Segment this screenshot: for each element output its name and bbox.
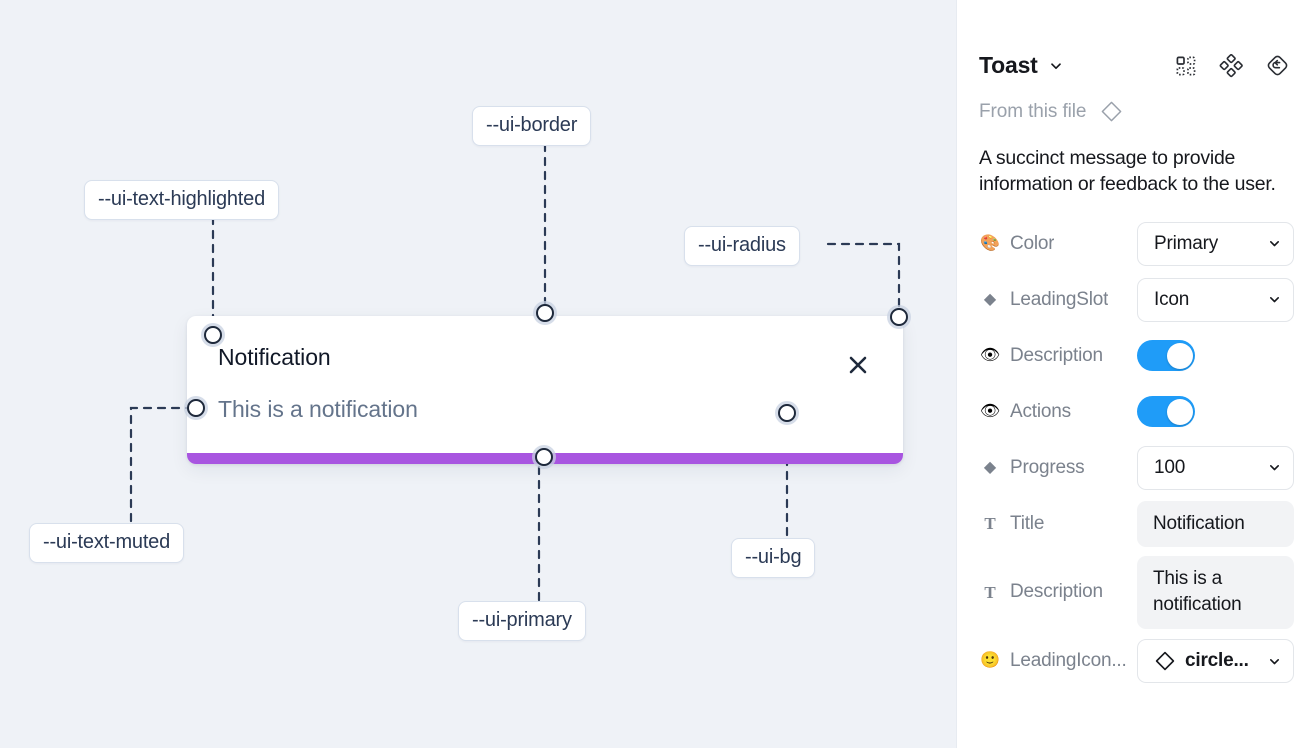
property-row-title: T Title Notification	[979, 500, 1294, 548]
annotation-label: --ui-radius	[698, 234, 786, 256]
property-label-progress: ◆ Progress	[979, 457, 1137, 479]
chevron-down-icon[interactable]	[1049, 59, 1063, 73]
anchor-dot-ui-border[interactable]	[536, 304, 554, 322]
property-name: LeadingIcon...	[1010, 650, 1127, 672]
annotation-pill-ui-bg[interactable]: --ui-bg	[731, 538, 816, 578]
actions-toggle[interactable]	[1137, 396, 1195, 428]
annotation-pill-ui-text-muted[interactable]: --ui-text-muted	[29, 523, 185, 563]
property-label-leadingslot: ◆ LeadingSlot	[979, 289, 1137, 311]
description-input[interactable]: This is a notification	[1137, 555, 1294, 630]
select-value: Primary	[1154, 232, 1219, 254]
close-x-icon[interactable]	[845, 352, 871, 378]
property-label-description: 👁 Description	[979, 345, 1137, 367]
property-control: 100	[1137, 445, 1294, 490]
diamond-filled-icon: ◆	[983, 458, 997, 476]
from-this-file-row[interactable]: From this file	[957, 79, 1312, 124]
anchor-dot-ui-bg[interactable]	[778, 404, 796, 422]
select-value: circle...	[1185, 650, 1249, 672]
component-grid-icon[interactable]	[1175, 55, 1197, 77]
annotation-pill-ui-border[interactable]: --ui-border	[472, 106, 592, 146]
select-value: Icon	[1154, 288, 1190, 310]
property-row-leadingicon: 🙂 LeadingIcon... circle...	[979, 637, 1294, 685]
anchor-dot-ui-text-muted[interactable]	[187, 399, 205, 417]
property-name: Progress	[1010, 456, 1085, 478]
annotation-pill-ui-radius[interactable]: --ui-radius	[684, 226, 800, 266]
property-row-description-toggle: 👁 Description	[979, 332, 1294, 380]
property-label-leadingicon: 🙂 LeadingIcon...	[979, 650, 1137, 672]
chevron-down-icon	[1262, 237, 1281, 250]
property-list: 🎨 Color Primary ◆ LeadingSlot	[957, 198, 1312, 685]
eye-emoji-icon: 👁	[979, 402, 1001, 420]
diamond-outline-icon	[1154, 650, 1176, 672]
property-row-actions-toggle: 👁 Actions	[979, 388, 1294, 436]
property-row-leadingslot: ◆ LeadingSlot Icon	[979, 276, 1294, 324]
property-name: Description	[1010, 581, 1103, 603]
eye-emoji-icon: 👁	[979, 346, 1001, 364]
anchor-dot-ui-text-highlighted[interactable]	[204, 326, 222, 344]
annotation-label: --ui-bg	[745, 546, 802, 568]
property-row-progress: ◆ Progress 100	[979, 444, 1294, 492]
property-control: This is a notification	[1137, 555, 1294, 630]
anchor-dot-ui-radius[interactable]	[890, 308, 908, 326]
toggle-knob	[1166, 342, 1193, 369]
property-name: Description	[1010, 344, 1103, 366]
palette-emoji-icon: 🎨	[980, 234, 1000, 252]
property-name: Actions	[1010, 400, 1071, 422]
annotation-label: --ui-text-highlighted	[98, 188, 265, 210]
property-control	[1137, 340, 1294, 372]
property-row-description-text: T Description This is a notification	[979, 555, 1294, 630]
design-canvas[interactable]: Notification This is a notification --ui…	[0, 0, 956, 748]
toast-title: Notification	[218, 344, 331, 370]
page-title: Toast	[979, 52, 1038, 78]
leadingslot-select[interactable]: Icon	[1137, 277, 1294, 322]
property-label-description-text: T Description	[979, 581, 1137, 603]
annotation-label: --ui-text-muted	[43, 531, 171, 553]
title-input[interactable]: Notification	[1137, 500, 1294, 548]
smiley-emoji-icon: 🙂	[980, 652, 1000, 670]
property-name: LeadingSlot	[1010, 288, 1109, 310]
property-label-title: T Title	[979, 513, 1137, 535]
variants-diamond-cluster-icon[interactable]	[1219, 53, 1243, 78]
property-row-color: 🎨 Color Primary	[979, 220, 1294, 268]
diamond-filled-icon: ◆	[983, 290, 997, 308]
property-control: Primary	[1137, 221, 1294, 266]
property-name: Color	[1010, 232, 1055, 254]
annotation-label: --ui-border	[486, 114, 578, 136]
chevron-down-icon	[1262, 461, 1281, 474]
properties-panel: Toast	[956, 0, 1312, 748]
toggle-knob	[1166, 398, 1193, 425]
property-control: Icon	[1137, 277, 1294, 322]
annotation-label: --ui-primary	[472, 609, 572, 631]
select-value: 100	[1154, 456, 1186, 478]
color-select[interactable]: Primary	[1137, 221, 1294, 266]
description-toggle[interactable]	[1137, 340, 1195, 372]
panel-header: Toast	[957, 0, 1312, 79]
chevron-down-icon	[1262, 655, 1281, 668]
property-control: circle...	[1137, 639, 1294, 684]
text-t-icon: T	[984, 514, 996, 534]
property-name: Title	[1010, 512, 1045, 534]
property-control: Notification	[1137, 500, 1294, 548]
property-label-actions: 👁 Actions	[979, 401, 1137, 423]
from-this-file-label: From this file	[979, 100, 1087, 122]
property-control	[1137, 396, 1294, 428]
annotation-pill-ui-primary[interactable]: --ui-primary	[458, 601, 586, 641]
component-description: A succinct message to provide informatio…	[979, 147, 1276, 195]
annotation-pill-ui-text-highlighted[interactable]: --ui-text-highlighted	[84, 180, 279, 220]
toast-description: This is a notification	[218, 396, 418, 422]
header-icon-group	[1175, 53, 1290, 78]
chevron-down-icon	[1262, 293, 1281, 306]
anchor-dot-ui-primary[interactable]	[535, 448, 553, 466]
toast-preview-card[interactable]: Notification This is a notification	[187, 316, 903, 464]
leadingicon-select[interactable]: circle...	[1137, 639, 1294, 684]
progress-select[interactable]: 100	[1137, 445, 1294, 490]
property-label-color: 🎨 Color	[979, 233, 1137, 255]
text-t-icon: T	[984, 582, 996, 602]
reset-instance-icon[interactable]	[1265, 53, 1290, 78]
diamond-outline-icon	[1099, 99, 1124, 124]
